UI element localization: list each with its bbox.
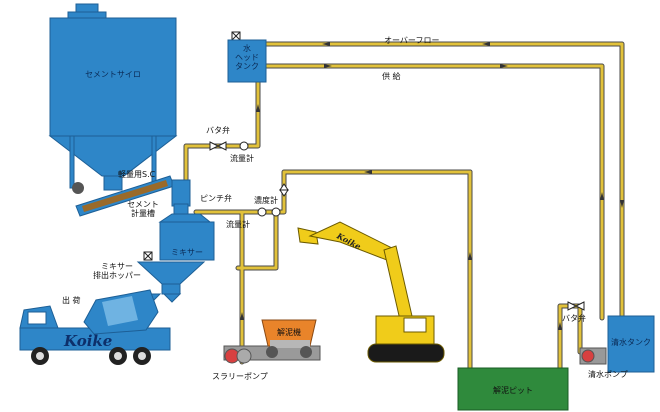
mud-machine xyxy=(261,319,317,358)
label-overflow: オーバーフロー xyxy=(384,36,440,45)
label-water-head-tank: 水 ヘッド タンク xyxy=(235,44,259,71)
label-mud-machine: 解泥機 xyxy=(277,328,301,337)
label-pinch-valve: ピンチ弁 xyxy=(200,194,232,203)
label-cement-silo: セメントサイロ xyxy=(85,70,141,79)
label-slurry-pump: スラリーポンプ xyxy=(212,372,268,381)
label-densitometer: 濃度計 xyxy=(254,196,278,205)
mud-pit xyxy=(457,367,569,411)
mixer-unit xyxy=(136,179,215,303)
label-light-sc: 軽量用S.C xyxy=(118,170,156,179)
flow-arrows xyxy=(240,42,624,330)
mixer-truck xyxy=(19,289,171,365)
label-cement-hopper: セメント 計量槽 xyxy=(127,200,159,218)
clear-water-pump xyxy=(579,347,607,365)
label-supply: 供 給 xyxy=(382,72,401,81)
label-butterfly-valve-1: バタ弁 xyxy=(206,126,230,135)
screw-conveyor xyxy=(72,175,175,217)
label-flowmeter-2: 流量計 xyxy=(226,220,250,229)
label-clear-water-tank: 清水タンク xyxy=(611,338,651,347)
truck-logo: Koike xyxy=(64,332,113,350)
clear-water-tank xyxy=(607,315,655,373)
excavator xyxy=(297,221,445,363)
label-butterfly-valve-2: バタ弁 xyxy=(562,314,586,323)
pipe-network xyxy=(183,41,625,373)
label-clear-water-pump: 清水ポンプ xyxy=(588,370,628,379)
label-shipping: 出 荷 xyxy=(62,296,81,305)
label-mixer-hopper: ミキサー 排出ホッパー xyxy=(93,262,141,280)
label-mud-pit: 解泥ピット xyxy=(493,386,533,395)
label-flowmeter-1: 流量計 xyxy=(230,154,254,163)
water-head-tank xyxy=(227,39,267,83)
cement-silo xyxy=(48,3,178,191)
label-mixer: ミキサー xyxy=(171,248,203,257)
